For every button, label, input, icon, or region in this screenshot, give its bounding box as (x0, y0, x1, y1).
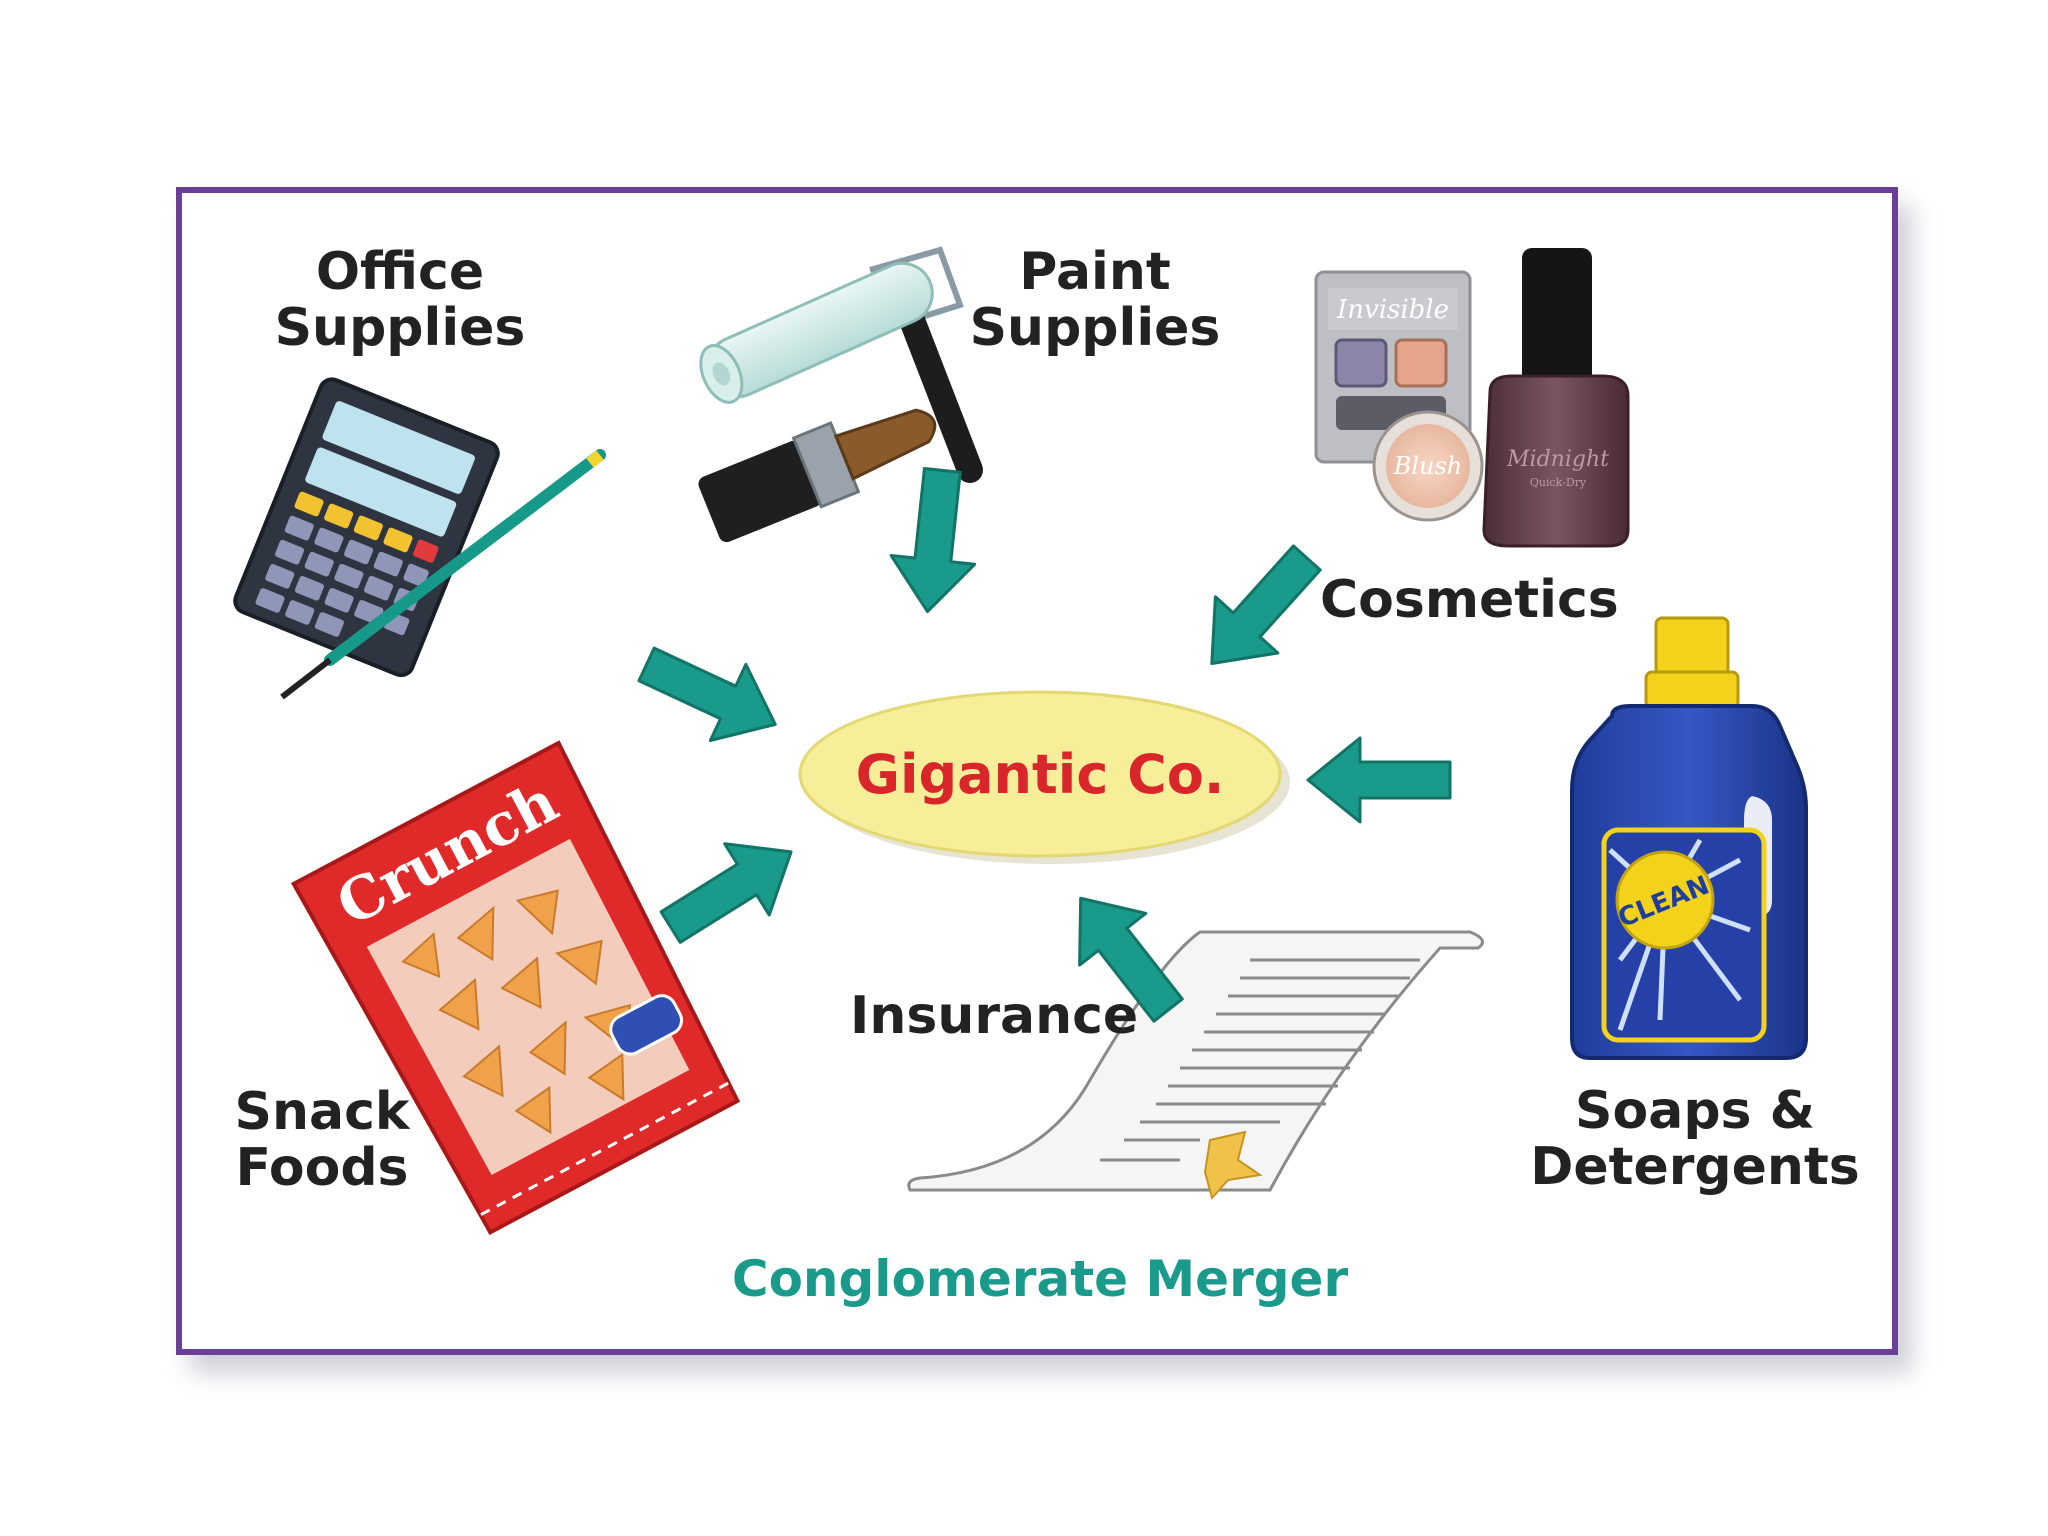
office-label-line1: Office (270, 244, 530, 300)
snack-label-line1: Snack (222, 1084, 422, 1140)
snack-label-line2: Foods (222, 1140, 422, 1196)
polish-text: Midnight (1506, 447, 1609, 472)
arrow-from-soaps (1308, 738, 1450, 822)
calculator-pencil-icon (232, 376, 600, 697)
paint-label-line2: Supplies (965, 300, 1225, 356)
blush-text: Blush (1393, 452, 1463, 480)
office-supplies-label: Office Supplies (270, 244, 530, 356)
palette-text: Invisible (1336, 295, 1449, 325)
arrow-from-snack (648, 816, 813, 962)
polish-subtext: Quick-Dry (1530, 476, 1587, 489)
paint-supplies-label: Paint Supplies (965, 244, 1225, 356)
paint-label-line1: Paint (965, 244, 1225, 300)
arrow-from-paint (886, 466, 984, 616)
cosmetics-label-line1: Cosmetics (1320, 572, 1600, 628)
cosmetics-label: Cosmetics (1320, 572, 1600, 628)
arrow-from-cosmetics (1181, 530, 1338, 692)
policy-document-icon (909, 932, 1483, 1198)
soaps-detergents-label: Soaps & Detergents (1520, 1083, 1870, 1195)
soaps-label-line1: Soaps & (1520, 1083, 1870, 1139)
center-company-label: Gigantic Co. (800, 735, 1280, 815)
detergent-bottle-icon: CLEAN (1572, 618, 1806, 1058)
soaps-label-line2: Detergents (1520, 1139, 1870, 1195)
insurance-label: Insurance (850, 988, 1130, 1044)
snack-foods-label: Snack Foods (222, 1084, 422, 1196)
insurance-label-line1: Insurance (850, 988, 1130, 1044)
arrow-from-office (629, 626, 793, 762)
office-label-line2: Supplies (270, 300, 530, 356)
diagram-caption: Conglomerate Merger (560, 1250, 1520, 1308)
makeup-nail-polish-icon: Invisible Blush Midnight Quick-Dry (1316, 248, 1628, 546)
